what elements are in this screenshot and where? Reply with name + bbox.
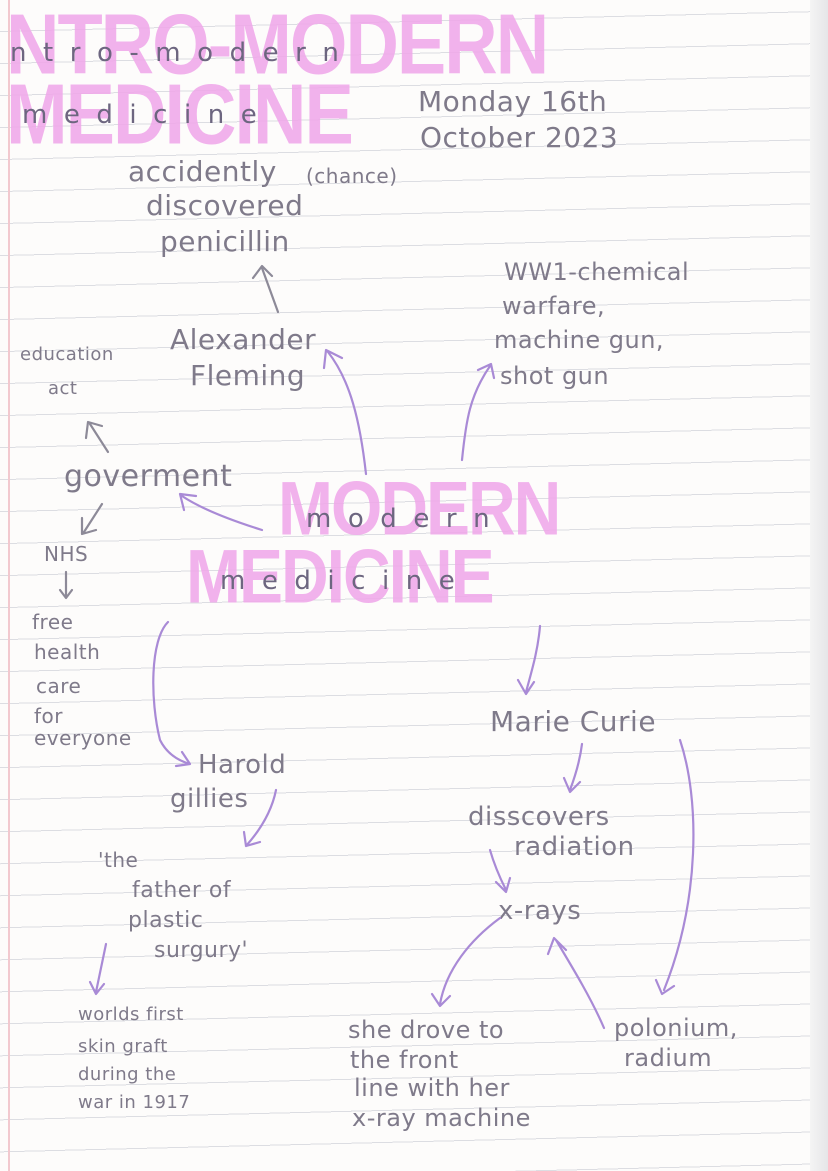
title-highlight-line1: NTRO-MODERN [6,0,549,92]
fleming-discovery-note: (chance) [306,164,398,188]
gillies-name-line1: Harold [198,750,287,780]
title-letters-line1: n t r o - m o d e r n [10,38,339,68]
arrow-center-to-gillies [152,620,192,768]
arrow-radiation-to-xrays [488,848,512,894]
curie-front-line4: x-ray machine [352,1104,531,1132]
curie-elements-line1: polonium, [614,1014,738,1042]
arrow-nhs-to-free [58,570,74,600]
arrow-xrays-to-front [430,916,502,1008]
date-line1: Monday 16th [418,85,608,118]
center-highlight-line1: MODERN [278,465,561,551]
curie-front-line3: line with her [354,1074,510,1102]
gillies-fact-line1: worlds first [78,1004,184,1025]
curie-discovery-line2: radiation [514,832,635,862]
curie-elements-line2: radium [624,1044,713,1072]
gillies-quote-line4: surgury' [154,938,249,963]
fleming-name-line1: Alexander [170,323,317,356]
arrow-center-to-government [178,492,264,532]
title-letters-line2: m e d i c i n e [22,100,257,130]
fleming-name-line2: Fleming [190,359,306,392]
ww1-line3: machine gun, [494,326,665,354]
nhs-detail-line2: health [34,640,101,664]
nhs-detail-line3: care [36,674,82,698]
nhs-label: NHS [44,542,89,566]
center-highlight-line2: MEDICINE [186,533,495,619]
arrow-fleming-to-penicillin [251,264,280,314]
date-line2: October 2023 [420,121,619,154]
education-act-line1: education [20,344,114,365]
arrow-gillies-to-father [242,788,278,848]
curie-front-line2: the front [350,1046,459,1074]
gillies-quote-line2: father of [132,878,232,903]
government-label: goverment [64,459,233,494]
gillies-fact-line3: during the [78,1064,177,1085]
fleming-discovery-line3: penicillin [160,225,290,258]
arrow-center-to-curie [516,624,542,696]
arrow-center-to-fleming [322,348,368,476]
arrow-elements-to-xrays [546,936,606,1030]
gillies-fact-line2: skin graft [78,1036,168,1057]
gillies-quote-line1: 'the [98,848,139,872]
arrow-curie-to-radiation [562,742,584,794]
curie-xrays: x-rays [498,896,582,926]
arrow-government-to-nhs [80,502,104,536]
arrow-center-to-ww1 [460,362,496,462]
nhs-detail-line1: free [32,610,74,634]
arrow-government-to-education [84,420,110,454]
page-edge [810,0,828,1171]
arrow-father-to-skin-graft [88,942,108,996]
curie-front-line1: she drove to [348,1016,505,1044]
fleming-discovery-line1: accidently [128,155,277,188]
margin-line [8,0,10,1171]
gillies-name-line2: gillies [170,784,249,814]
curie-discovery-line1: disscovers [468,802,610,832]
nhs-detail-line5: everyone [34,726,132,750]
arrow-curie-to-elements [654,738,695,996]
nhs-detail-line4: for [34,704,63,728]
gillies-fact-line4: war in 1917 [78,1092,191,1113]
center-letters-line1: m o d e r n [306,504,490,534]
curie-name: Marie Curie [490,705,657,738]
fleming-discovery-line2: discovered [146,189,304,222]
title-highlight-line2: MEDICINE [6,66,354,162]
ww1-line4: shot gun [500,362,610,390]
center-letters-line2: m e d i c i n e [220,566,455,596]
education-act-line2: act [48,378,78,399]
ww1-line1: WW1-chemical [504,258,690,286]
gillies-quote-line3: plastic [128,908,204,933]
ww1-line2: warfare, [502,292,606,320]
